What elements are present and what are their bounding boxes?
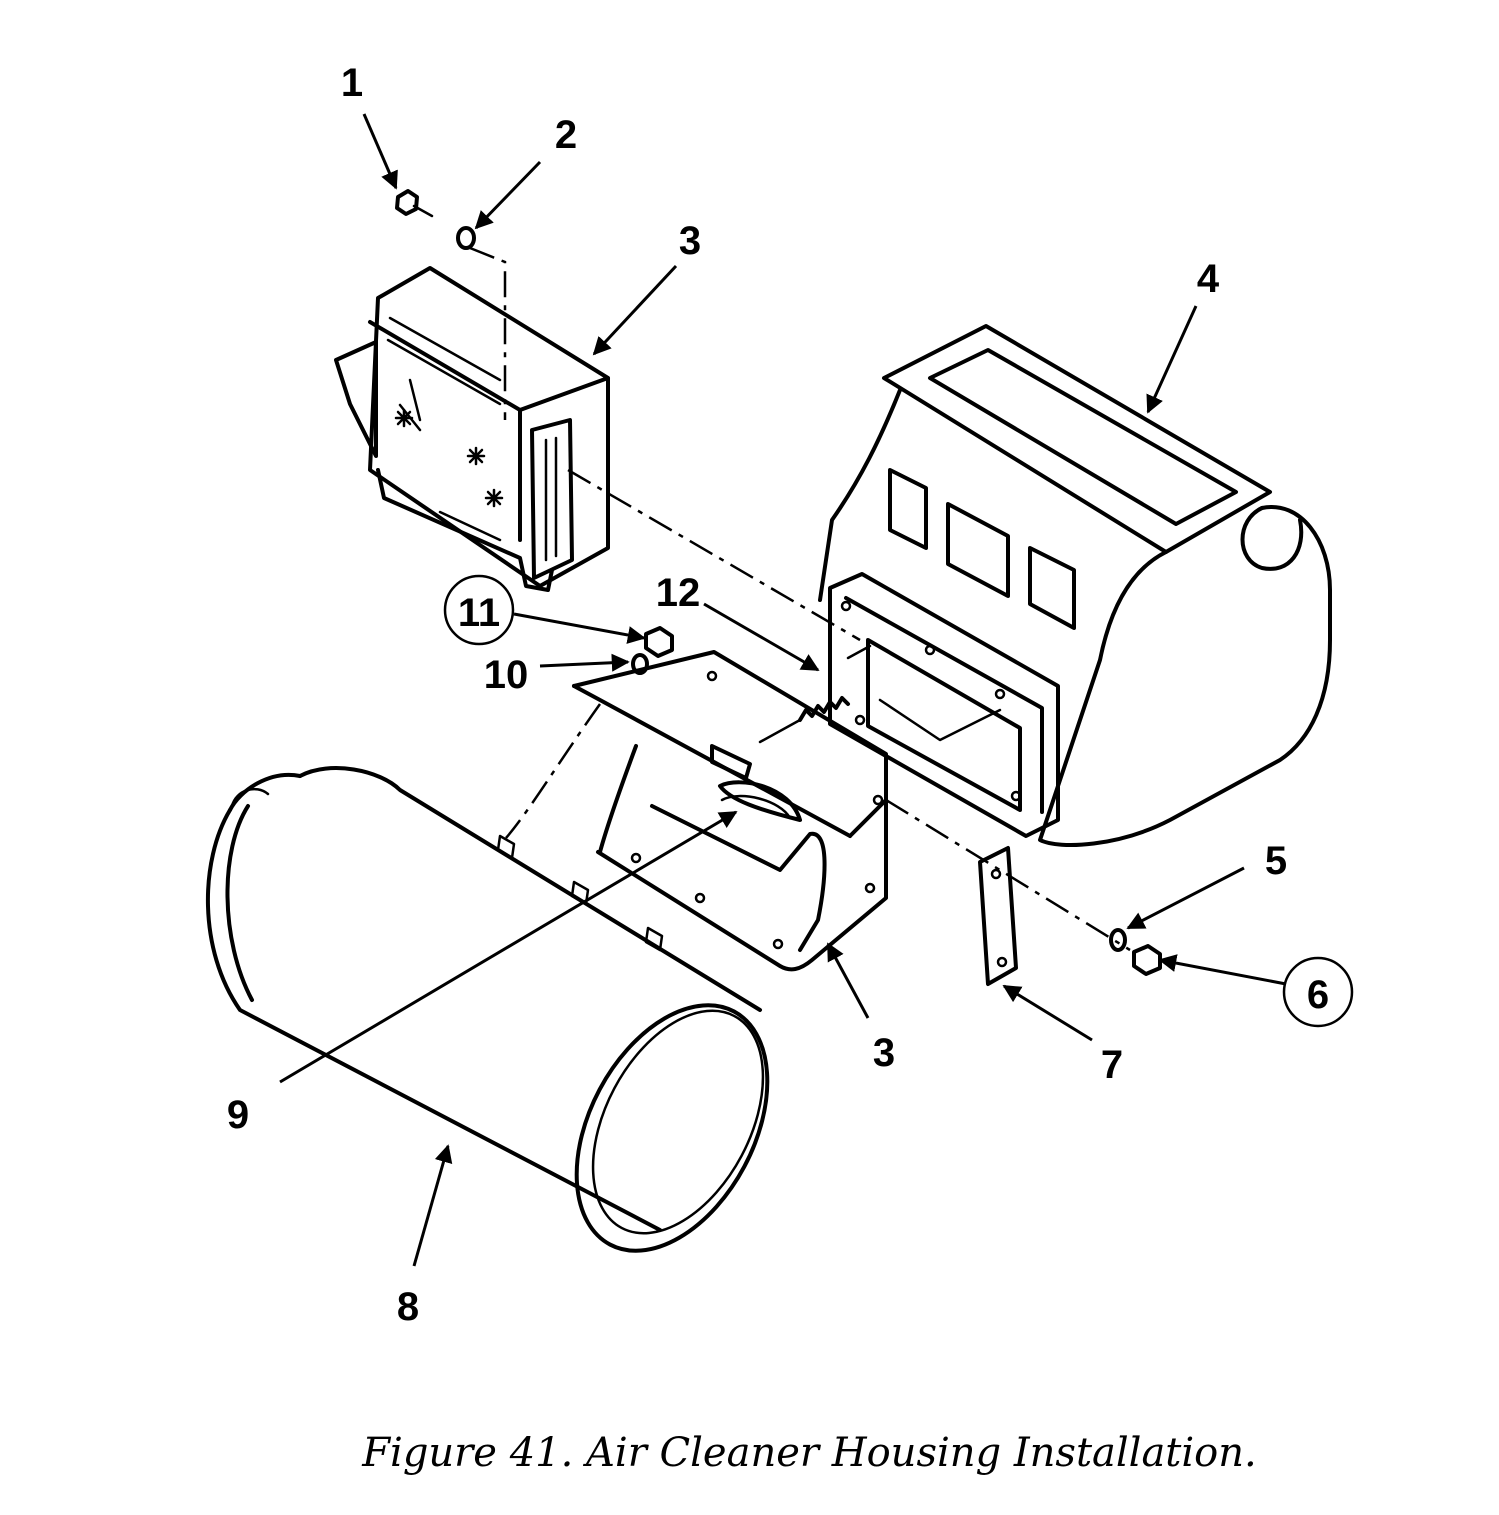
washer-part-2 [456, 226, 476, 250]
callout-2: 2 [555, 113, 577, 157]
callout-6: 6 [1307, 973, 1329, 1017]
callout-circle-11 [443, 574, 515, 646]
callout-11: 11 [458, 591, 500, 635]
assembly-centerline [567, 468, 861, 642]
spring-part-12 [758, 644, 872, 744]
leader-10 [539, 653, 630, 672]
filter-element-part-8 [205, 766, 770, 1253]
assembly-centerline [505, 703, 602, 839]
leader-7 [1002, 984, 1093, 1042]
housing-part-3-lower [572, 650, 888, 972]
callout-4: 4 [1197, 257, 1220, 301]
leader-6 [1158, 954, 1287, 986]
leader-4 [1146, 305, 1198, 414]
callout-3-lower: 3 [873, 1031, 895, 1075]
air-cleaner-housing-part-4 [818, 324, 1332, 848]
leader-9 [279, 810, 738, 1084]
washer-part-10 [631, 653, 649, 675]
callout-1: 1 [341, 61, 363, 105]
callout-circle-6 [1282, 956, 1354, 1028]
nut-part-11 [644, 626, 674, 658]
leader-lines [279, 113, 1287, 1267]
callout-8: 8 [397, 1285, 419, 1329]
washer-part-5 [1109, 928, 1127, 952]
callout-labels: 1 2 3 4 5 6 7 8 9 10 11 12 3 [227, 61, 1329, 1329]
leader-5 [1126, 866, 1245, 930]
leader-8 [412, 1144, 453, 1267]
leader-1 [362, 113, 398, 190]
leader-12 [703, 602, 820, 672]
callout-5: 5 [1265, 839, 1287, 883]
gasket-part-9 [720, 794, 792, 820]
leader-3-upper [592, 264, 678, 356]
housing-part-3-upper [334, 266, 610, 592]
nut-part-6 [1132, 944, 1162, 976]
leader-2 [474, 160, 542, 230]
screw-part-1 [395, 189, 434, 218]
callout-9: 9 [227, 1093, 249, 1137]
callout-10: 10 [484, 653, 529, 697]
callout-12: 12 [656, 571, 701, 615]
callout-3-upper: 3 [679, 219, 701, 263]
figure-caption: Figure 41. Air Cleaner Housing Installat… [362, 1430, 1257, 1476]
assembly-centerline [469, 246, 507, 420]
leader-11 [513, 612, 646, 644]
leader-3-lower [826, 942, 870, 1019]
callout-7: 7 [1101, 1043, 1123, 1087]
plate-part-7 [978, 846, 1018, 986]
